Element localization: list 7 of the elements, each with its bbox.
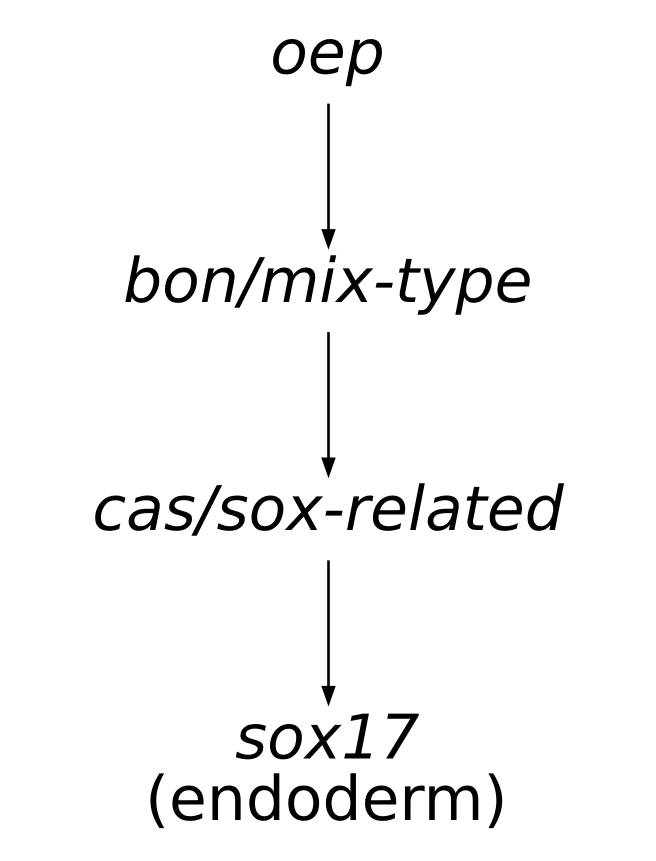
node-text: sox17 (endoderm) [144,702,508,836]
node-text: cas/sox-related [92,473,564,546]
arrow [320,560,336,706]
node-text: bon/mix-type [122,244,532,317]
arrow [320,332,336,478]
node-text: oep [270,16,384,88]
arrow [320,104,336,250]
